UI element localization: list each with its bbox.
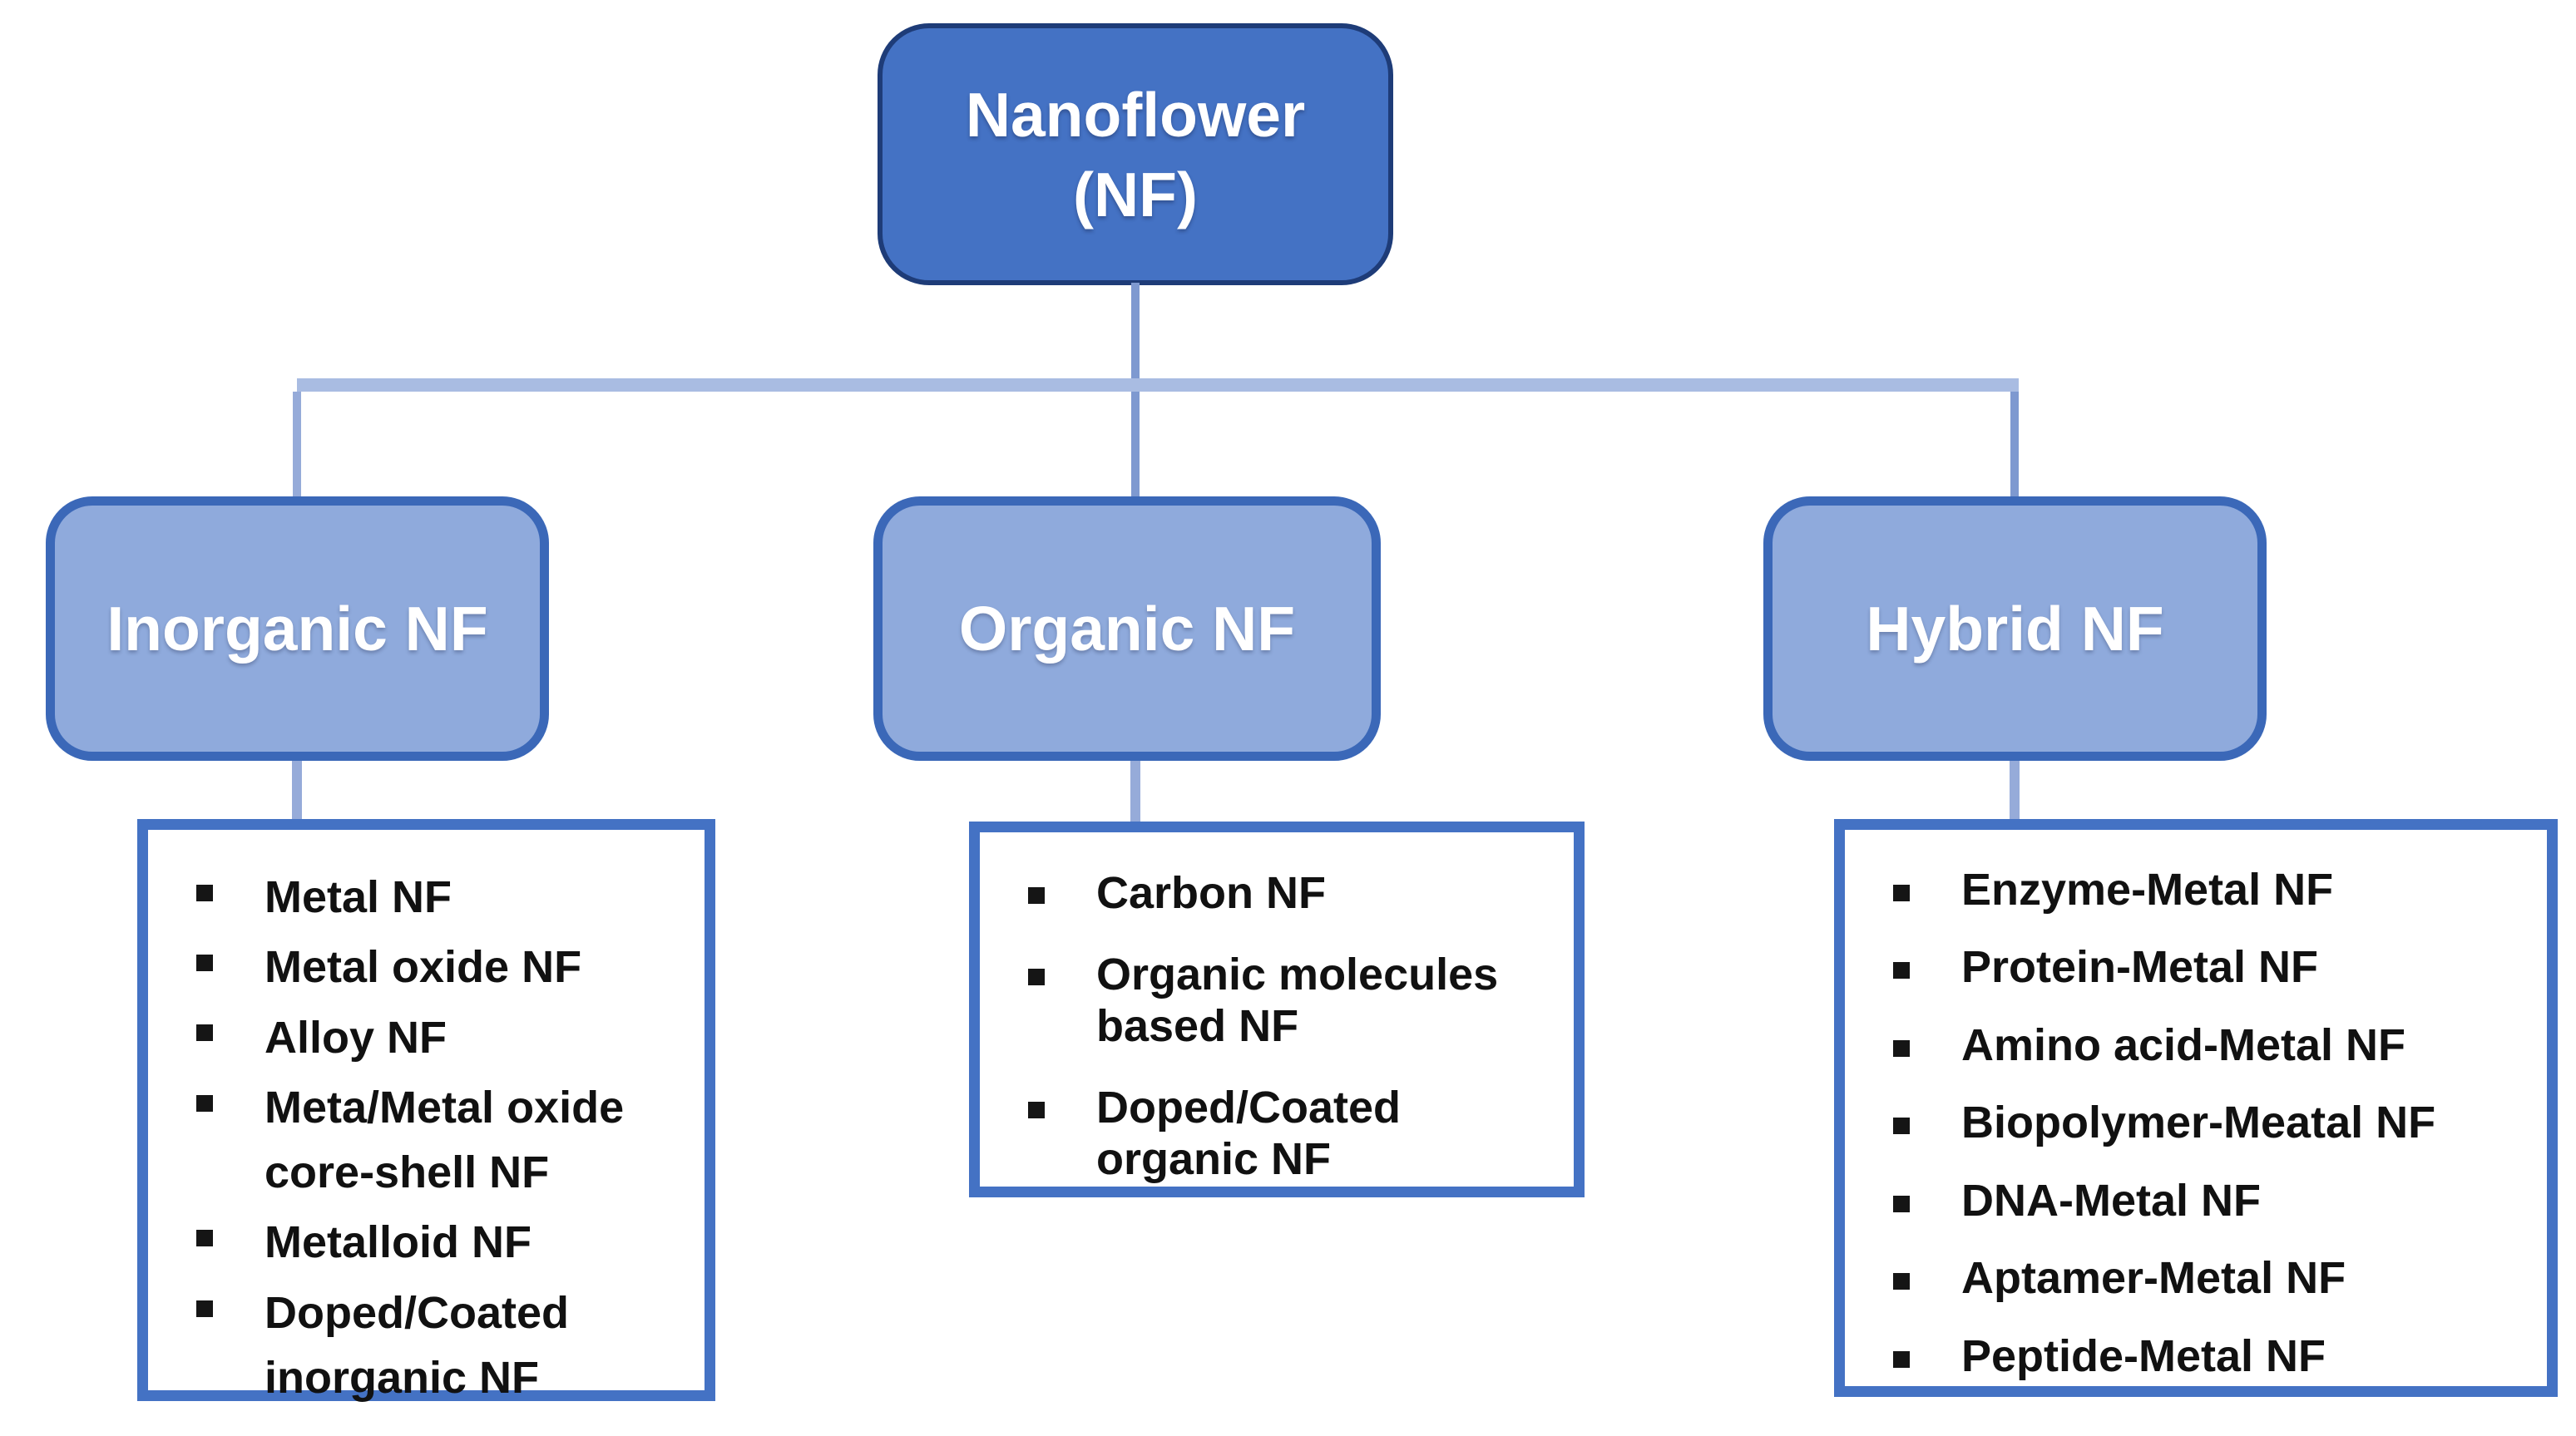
list-item-label: Meta/Metal oxide core-shell NF [265,1082,625,1198]
list-item-label: Metalloid NF [265,1217,532,1268]
list-box-hybrid: Enzyme-Metal NF Protein-Metal NF Amino a… [1834,819,2558,1397]
list-item-label: Aptamer-Metal NF [1961,1253,2346,1304]
list-item-label: Doped/Coated inorganic NF [265,1287,570,1404]
list-item-label: Metal oxide NF [265,942,582,993]
bullet-square-icon [1028,968,1045,985]
branch-node-organic: Organic NF [873,496,1381,761]
list-item-label: Peptide-Metal NF [1961,1330,2326,1381]
inorganic-item-list: Metal NF Metal oxide NF Alloy NF Meta/Me… [148,830,705,1410]
bullet-square-icon [1893,884,1910,901]
branch-node-hybrid: Hybrid NF [1763,496,2267,761]
list-item: Biopolymer-Meatal NF [1886,1098,2532,1147]
list-item: Alloy NF [190,1005,690,1070]
list-box-inorganic: Metal NF Metal oxide NF Alloy NF Meta/Me… [137,819,715,1403]
branch-label-hybrid: Hybrid NF [1866,594,2164,664]
list-item: Metalloid NF [190,1210,690,1275]
root-label-line1: Nanoflower [965,79,1306,150]
bullet-square-icon [196,1094,213,1112]
connector-drop-hybrid [2010,392,2019,500]
list-item-label: DNA-Metal NF [1961,1175,2261,1226]
hybrid-item-list: Enzyme-Metal NF Protein-Metal NF Amino a… [1845,830,2547,1381]
list-item: DNA-Metal NF [1886,1176,2532,1226]
branch-node-inorganic: Inorganic NF [46,496,549,761]
connector-drop-organic [1131,392,1140,500]
bullet-square-icon [196,1230,213,1247]
list-item-label: Amino acid-Metal NF [1961,1019,2406,1070]
list-item: Enzyme-Metal NF [1886,865,2532,915]
list-item: Amino acid-Metal NF [1886,1020,2532,1070]
list-item: Meta/Metal oxide core-shell NF [190,1075,690,1206]
list-item-label: Protein-Metal NF [1961,942,2319,993]
bullet-square-icon [1893,1195,1910,1212]
bullet-square-icon [1893,1039,1910,1057]
bullet-square-icon [1028,1102,1045,1119]
bullet-square-icon [196,884,213,901]
list-item: Carbon NF [1021,867,1559,919]
bullet-square-icon [196,1024,213,1042]
bullet-square-icon [196,1300,213,1317]
connector-organic-to-list [1130,759,1140,825]
bullet-square-icon [196,955,213,972]
list-item: Doped/Coated inorganic NF [190,1281,690,1411]
connector-hybrid-to-list [2010,759,2020,822]
connector-inorganic-to-list [292,759,302,822]
list-item: Protein-Metal NF [1886,942,2532,992]
list-item: Organic molecules based NF [1021,949,1559,1052]
organic-item-list: Carbon NF Organic molecules based NF Dop… [980,832,1574,1185]
branch-label-organic: Organic NF [958,594,1296,664]
connector-root-stem [1131,283,1140,382]
list-item-label: Metal NF [265,872,452,922]
list-item-label: Enzyme-Metal NF [1961,865,2334,915]
root-label-line2: (NF) [1073,159,1198,229]
list-item: Metal oxide NF [190,935,690,999]
bullet-square-icon [1893,1118,1910,1135]
branch-label-inorganic: Inorganic NF [106,594,488,664]
connector-horizontal-bar [297,378,2019,392]
root-node-nanoflower: Nanoflower (NF) [878,23,1393,285]
bullet-square-icon [1893,962,1910,980]
list-item: Metal NF [190,865,690,930]
list-item-label: Doped/Coated organic NF [1096,1083,1402,1185]
bullet-square-icon [1893,1273,1910,1290]
list-item-label: Alloy NF [265,1012,447,1063]
connector-drop-inorganic [293,392,301,500]
list-item-label: Organic molecules based NF [1096,950,1499,1052]
list-item-label: Biopolymer-Meatal NF [1961,1098,2436,1148]
list-box-organic: Carbon NF Organic molecules based NF Dop… [969,822,1585,1197]
bullet-square-icon [1893,1350,1910,1368]
bullet-square-icon [1028,886,1045,904]
list-item: Peptide-Metal NF [1886,1331,2532,1381]
list-item: Aptamer-Metal NF [1886,1253,2532,1303]
list-item-label: Carbon NF [1096,868,1326,918]
list-item: Doped/Coated organic NF [1021,1082,1559,1185]
